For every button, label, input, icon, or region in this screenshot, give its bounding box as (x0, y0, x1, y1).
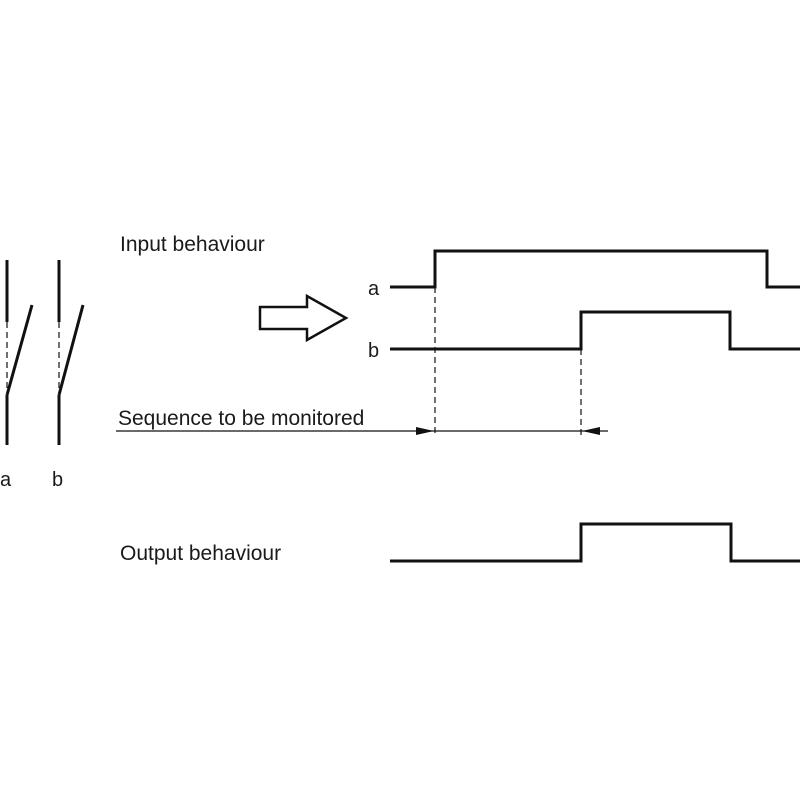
output-behaviour-label: Output behaviour (120, 542, 281, 565)
signal-b-waveform (390, 310, 800, 351)
input-behaviour-label: Input behaviour (120, 233, 265, 256)
contact-a-label: a (0, 469, 12, 491)
contact-b-label: b (52, 469, 63, 491)
sequence-label: Sequence to be monitored (118, 407, 364, 430)
signal-a-label: a (368, 278, 380, 300)
output-waveform (390, 522, 800, 563)
switch-contact-a-icon (5, 260, 34, 445)
arrowhead-right-icon (416, 427, 434, 435)
signal-a-waveform (390, 249, 800, 289)
switch-contact-b-icon (57, 260, 85, 445)
signal-b-label: b (368, 340, 379, 362)
arrowhead-left-icon (582, 427, 600, 435)
right-arrow-outline-icon (258, 293, 349, 343)
